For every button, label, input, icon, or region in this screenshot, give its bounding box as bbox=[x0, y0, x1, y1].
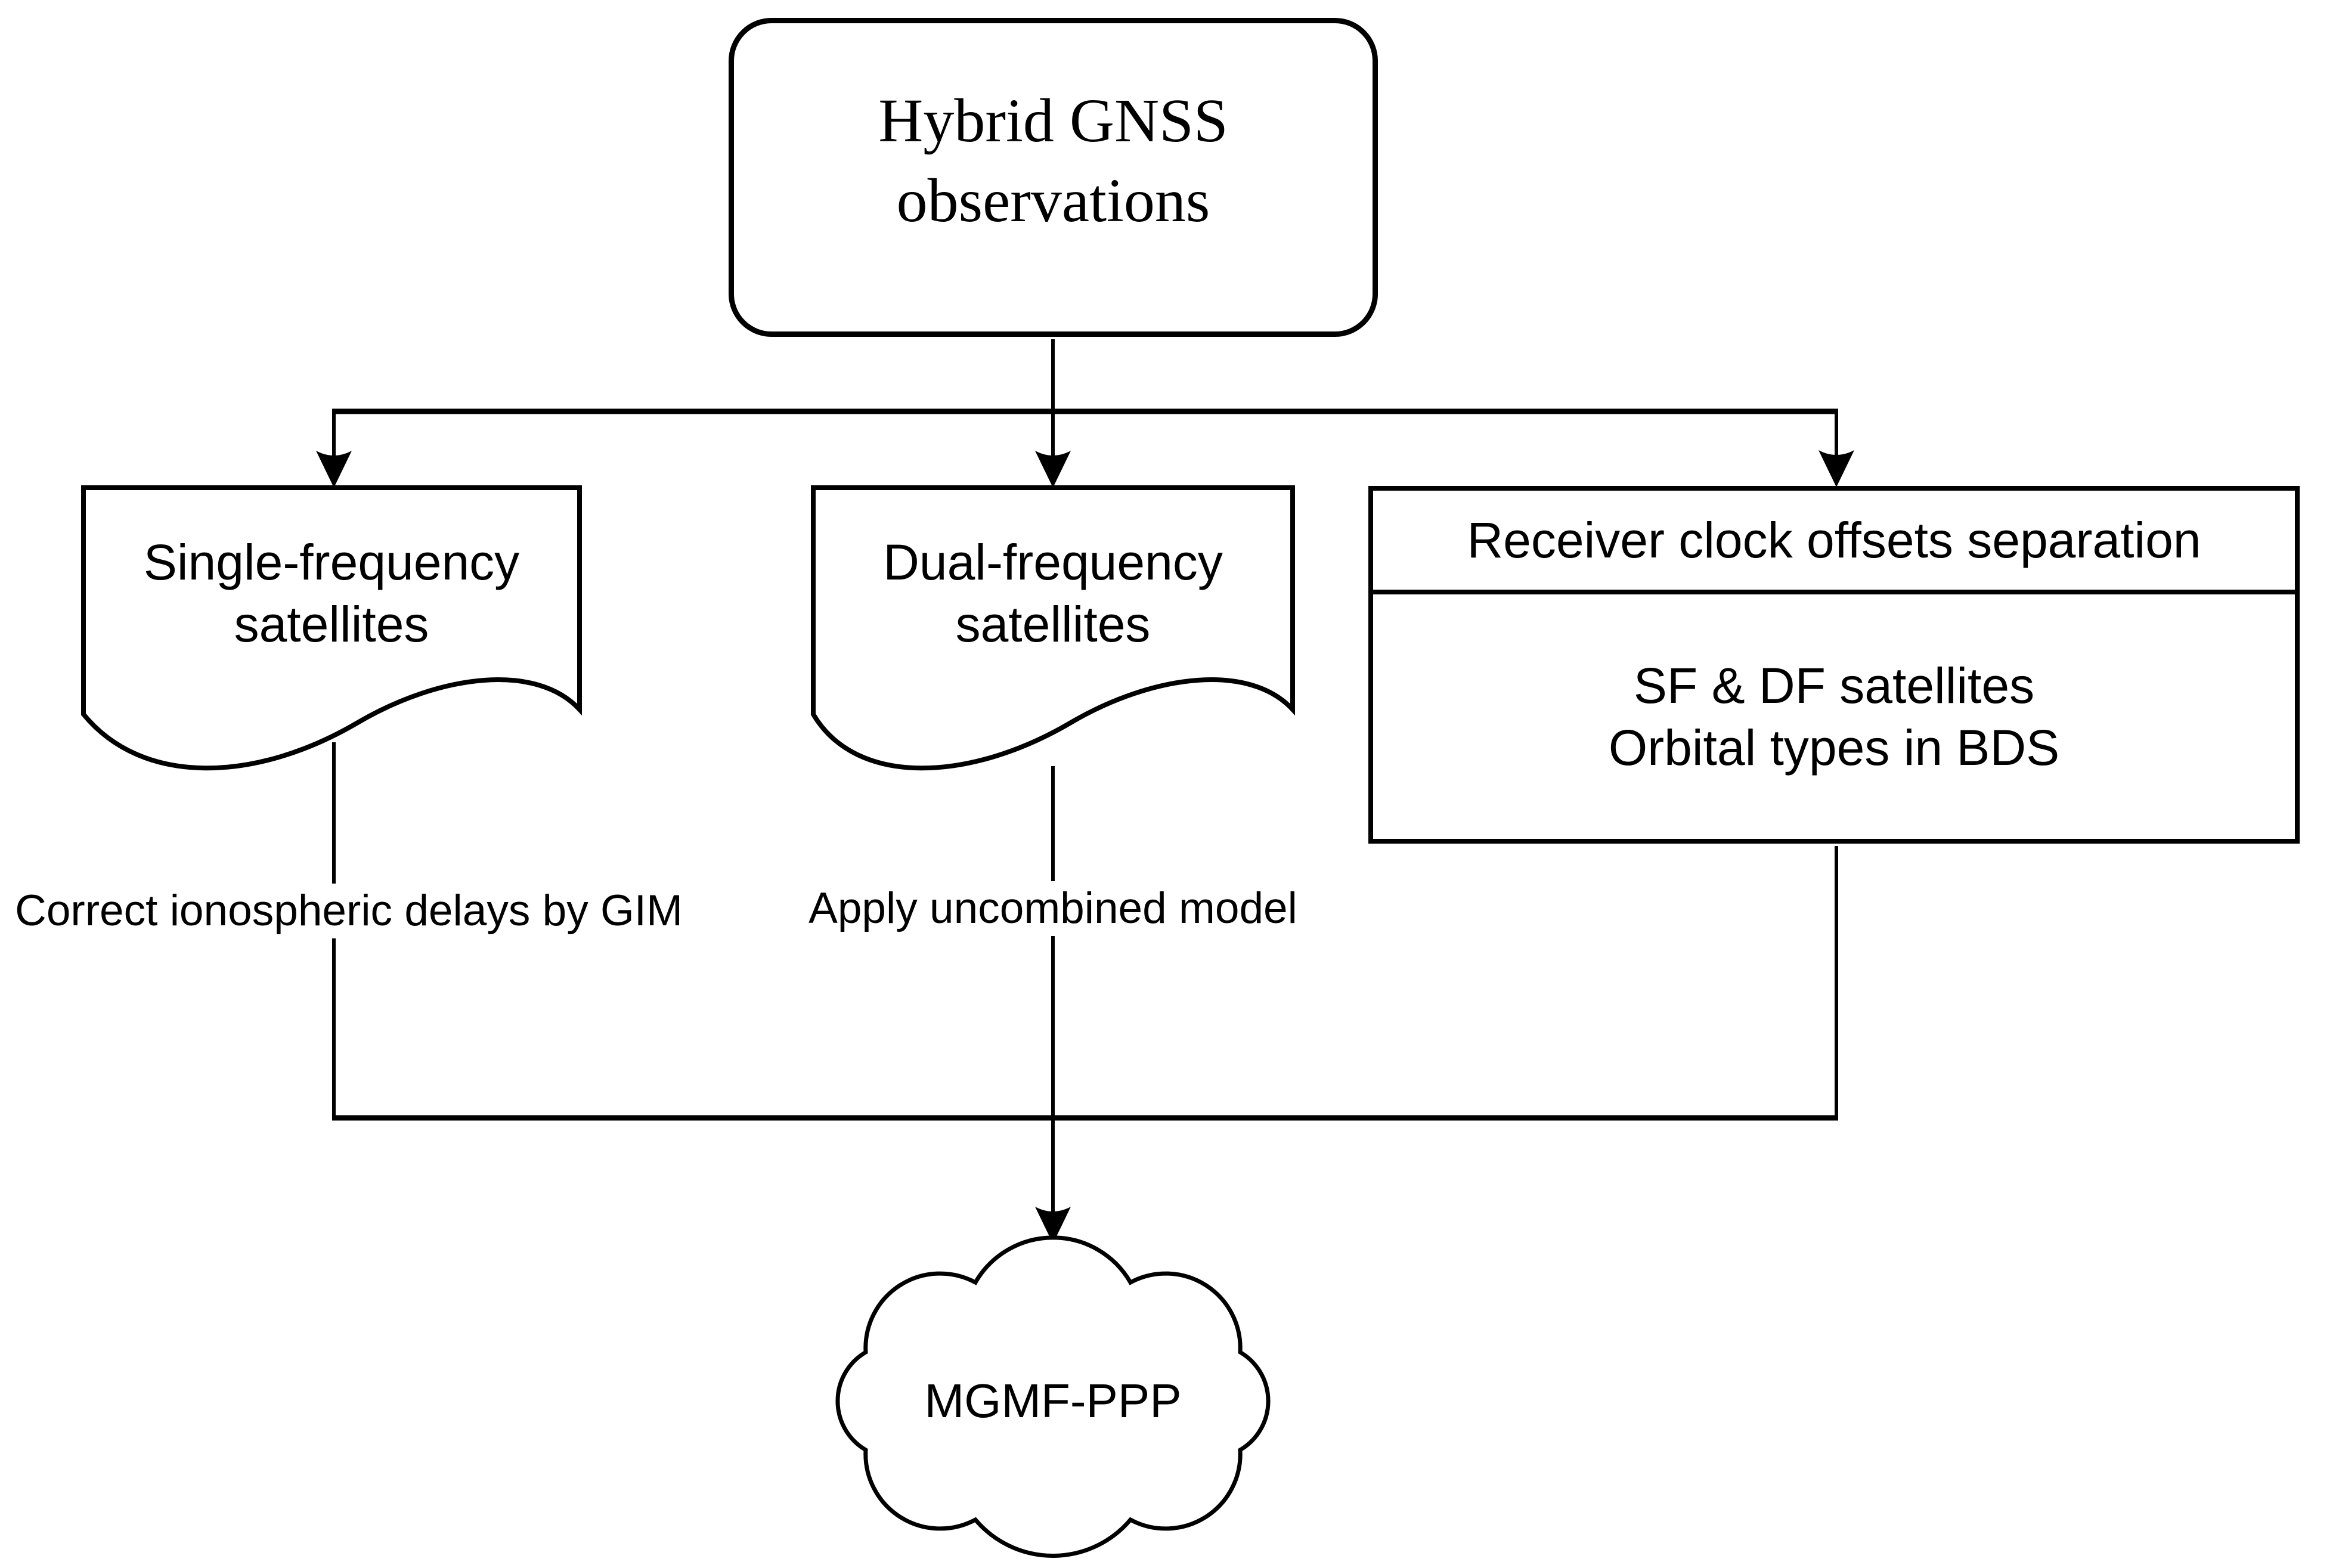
receiver-clock-offsets-box: Receiver clock offsets separation SF & D… bbox=[1368, 486, 2300, 844]
cloud-shape bbox=[835, 1235, 1271, 1558]
dual-frequency-satellites-node: Dual-frequency satellites bbox=[813, 498, 1293, 689]
arrowhead-dual-frequency bbox=[1035, 451, 1071, 488]
arrowhead-single-frequency bbox=[316, 451, 352, 488]
arrowhead-cloud bbox=[1035, 1207, 1071, 1244]
hybrid-gnss-observations-label: Hybrid GNSS observations bbox=[878, 86, 1228, 235]
sf-df-satellites-label: SF & DF satellites Orbital types in BDS bbox=[1608, 657, 2060, 776]
mgmf-ppp-label: MGMF-PPP bbox=[924, 1374, 1182, 1427]
mgmf-ppp-cloud-node: MGMF-PPP bbox=[874, 1368, 1232, 1434]
single-frequency-satellites-node: Single-frequency satellites bbox=[83, 498, 580, 689]
uncombined-annotation: Apply uncombined model bbox=[801, 881, 1305, 936]
dual-frequency-satellites-label: Dual-frequency satellites bbox=[883, 534, 1223, 652]
single-frequency-satellites-label: Single-frequency satellites bbox=[143, 534, 520, 652]
gim-annotation: Correct ionospheric delays by GIM bbox=[0, 884, 698, 938]
receiver-clock-offsets-header: Receiver clock offsets separation bbox=[1373, 491, 2295, 594]
uncombined-annotation-label: Apply uncombined model bbox=[808, 884, 1297, 933]
gim-annotation-label: Correct ionospheric delays by GIM bbox=[15, 887, 683, 935]
document-shape-single-frequency bbox=[81, 485, 582, 771]
receiver-clock-offsets-label: Receiver clock offsets separation bbox=[1467, 512, 2201, 568]
document-shape-dual-frequency bbox=[811, 485, 1295, 771]
hybrid-gnss-observations-box: Hybrid GNSS observations bbox=[729, 18, 1378, 337]
sf-df-satellites-section: SF & DF satellites Orbital types in BDS bbox=[1373, 594, 2295, 839]
arrowhead-receiver-clock bbox=[1819, 450, 1854, 487]
